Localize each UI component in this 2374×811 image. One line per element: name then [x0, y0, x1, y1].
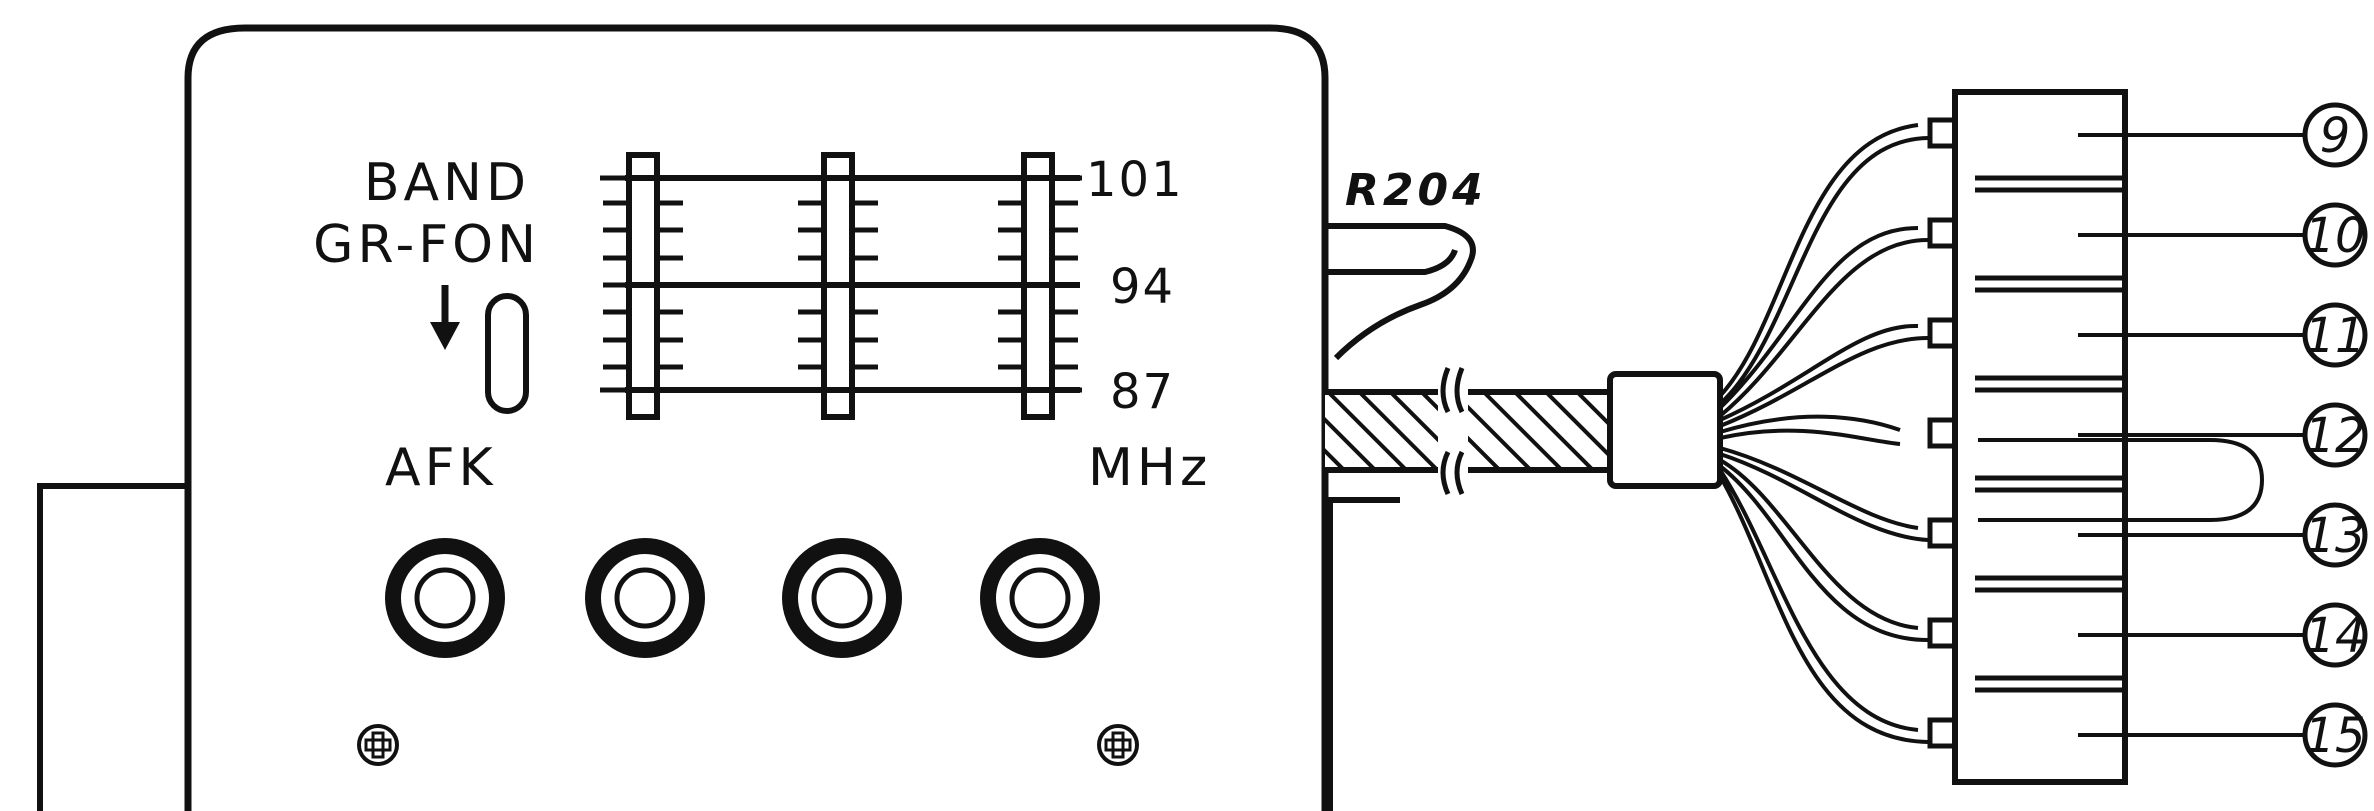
resistor-wire — [1325, 223, 1476, 361]
svg-text:14: 14 — [2304, 608, 2365, 664]
svg-text:11: 11 — [2304, 308, 2365, 364]
svg-text:12: 12 — [2304, 408, 2365, 464]
band-switch[interactable] — [485, 293, 529, 414]
pin-marker-14: 14 — [2302, 602, 2368, 668]
preset-button-1[interactable] — [385, 538, 505, 658]
preset-button-3[interactable] — [782, 538, 902, 658]
scale-slider-1[interactable] — [600, 152, 683, 420]
frequency-label: 94 — [1110, 259, 1175, 315]
pin-marker-12: 12 — [2302, 402, 2368, 468]
afk-label: AFK — [385, 438, 497, 498]
svg-text:15: 15 — [2304, 708, 2365, 764]
grfon-label: GR-FON — [313, 215, 540, 275]
frequency-scale — [600, 152, 1082, 420]
frequency-label: 87 — [1110, 364, 1175, 420]
pin-marker-13: 13 — [2302, 502, 2368, 568]
screw-icon — [1097, 724, 1139, 766]
svg-text:10: 10 — [2304, 208, 2365, 264]
pin-marker-9: 9 — [2302, 102, 2368, 168]
preset-button-4[interactable] — [980, 538, 1100, 658]
mhz-label: MHz — [1088, 438, 1211, 498]
shielded-cable — [1325, 367, 1610, 496]
fanout-wires — [1718, 123, 1929, 744]
scale-slider-3[interactable] — [998, 152, 1082, 420]
down-arrow-icon — [430, 285, 460, 350]
frequency-label: 101 — [1086, 152, 1184, 208]
scale-slider-2[interactable] — [798, 152, 878, 420]
svg-text:9: 9 — [2320, 108, 2351, 164]
pin-leads — [1978, 133, 2305, 737]
screw-icon — [357, 724, 399, 766]
cable-sleeve — [1607, 371, 1723, 489]
pin-marker-15: 15 — [2302, 702, 2368, 768]
band-label: BAND — [364, 153, 530, 213]
front-panel — [184, 24, 1329, 811]
preset-button-2[interactable] — [585, 538, 705, 658]
svg-text:13: 13 — [2304, 508, 2365, 564]
pin-marker-10: 10 — [2302, 202, 2368, 268]
pin-marker-11: 11 — [2302, 302, 2368, 368]
resistor-label: R204 — [1345, 165, 1487, 216]
chassis-outline — [37, 483, 1400, 811]
